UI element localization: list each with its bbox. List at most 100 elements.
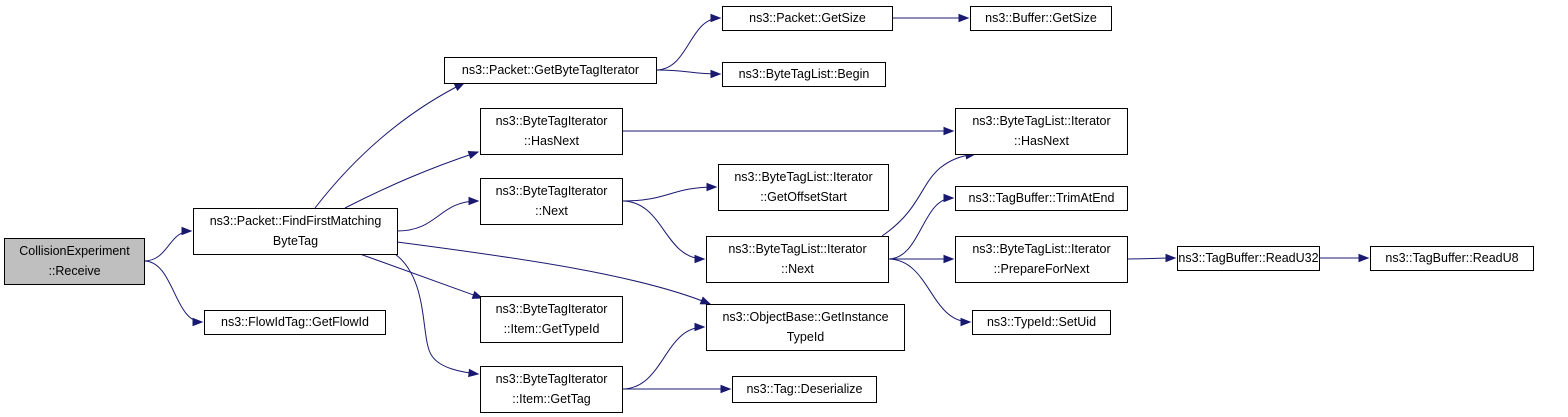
node-label-line: ns3::ByteTagIterator — [496, 114, 608, 128]
node-box — [722, 6, 893, 31]
node-pkt-getsize[interactable]: ns3::Packet::GetSize — [722, 6, 893, 31]
edge-tagbuf-u32-to-tagbuf-u8 — [1318, 253, 1370, 263]
node-label-line: ::Next — [781, 262, 814, 276]
node-box — [1177, 246, 1320, 271]
edge-line — [143, 230, 192, 262]
node-label-line: ByteTag — [273, 234, 318, 248]
node-tagbuf-trim[interactable]: ns3::TagBuffer::TrimAtEnd — [955, 186, 1128, 211]
edge-item-gettag-to-tag-deser — [622, 384, 732, 394]
edge-getbytetagit-to-pkt-getsize — [655, 13, 722, 71]
edge-line — [655, 17, 721, 71]
edge-line — [344, 151, 479, 209]
node-label-line: ns3::ByteTagList::Iterator — [734, 170, 872, 184]
node-box — [204, 310, 386, 335]
arrowhead-icon — [960, 317, 972, 327]
node-label-line: ::HasNext — [1014, 134, 1069, 148]
edge-getbytetagit-to-btl-begin — [655, 69, 722, 79]
node-box — [480, 108, 623, 155]
arrowhead-icon — [471, 290, 484, 299]
edges-layer — [143, 13, 1370, 394]
node-box — [718, 164, 889, 211]
node-label-line: ns3::ByteTagIterator — [496, 184, 608, 198]
node-label-line: ns3::FlowIdTag::GetFlowId — [221, 315, 369, 329]
node-item-gettypeid[interactable]: ns3::ByteTagIterator::Item::GetTypeId — [480, 296, 623, 343]
node-bti-hasnext[interactable]: ns3::ByteTagIterator::HasNext — [480, 108, 623, 155]
node-box — [972, 310, 1111, 335]
node-box — [955, 108, 1128, 155]
node-label-line: ns3::TagBuffer::ReadU32 — [1178, 251, 1318, 265]
node-box — [480, 366, 623, 413]
arrowhead-icon — [468, 196, 480, 206]
node-box — [1370, 246, 1534, 271]
node-box — [4, 238, 145, 285]
edge-receive-to-findfirst — [143, 226, 193, 262]
edge-line — [396, 200, 479, 232]
arrowhead-icon — [467, 150, 480, 160]
node-box — [722, 62, 886, 87]
edge-btli-next-to-btli-prep — [888, 254, 955, 264]
node-label-line: CollisionExperiment — [19, 244, 130, 258]
node-label-line: ::HasNext — [524, 134, 579, 148]
arrowhead-icon — [943, 193, 955, 203]
node-label-line: ns3::TagBuffer::TrimAtEnd — [969, 191, 1115, 205]
arrowhead-icon — [694, 254, 706, 264]
node-label-line: ns3::Tag::Deserialize — [746, 382, 862, 396]
node-btli-next[interactable]: ns3::ByteTagList::Iterator::Next — [706, 236, 889, 283]
arrowhead-icon — [710, 13, 722, 23]
node-getbytetagit[interactable]: ns3::Packet::GetByteTagIterator — [444, 57, 657, 84]
edge-line — [314, 82, 465, 209]
arrowhead-icon — [710, 69, 722, 79]
edge-findfirst-to-getbytetagit — [314, 82, 466, 209]
node-btli-hasnext[interactable]: ns3::ByteTagList::Iterator::HasNext — [955, 108, 1128, 155]
node-tagbuf-u8[interactable]: ns3::TagBuffer::ReadU8 — [1370, 246, 1534, 271]
edge-line — [359, 253, 483, 299]
node-box — [706, 304, 905, 351]
edge-line — [887, 258, 971, 323]
node-flowid[interactable]: ns3::FlowIdTag::GetFlowId — [204, 310, 386, 335]
node-box — [970, 6, 1112, 31]
node-tagbuf-u32[interactable]: ns3::TagBuffer::ReadU32 — [1177, 246, 1320, 271]
arrowhead-icon — [943, 254, 955, 264]
node-receive[interactable]: CollisionExperiment::Receive — [4, 238, 145, 285]
node-box — [480, 178, 623, 225]
edge-btli-next-to-typeid-setuid — [887, 258, 972, 327]
node-label-line: ns3::Packet::GetByteTagIterator — [462, 63, 639, 77]
edge-btli-prep-to-tagbuf-u32 — [1126, 253, 1177, 263]
node-buf-getsize[interactable]: ns3::Buffer::GetSize — [970, 6, 1112, 31]
node-btli-prep[interactable]: ns3::ByteTagList::Iterator::PrepareForNe… — [955, 236, 1128, 283]
edge-line — [655, 69, 721, 75]
node-btli-getoffset[interactable]: ns3::ByteTagList::Iterator::GetOffsetSta… — [718, 164, 889, 211]
edge-receive-to-flowid — [143, 260, 204, 327]
node-item-gettag[interactable]: ns3::ByteTagIterator::Item::GetTag — [480, 366, 623, 413]
edge-line — [396, 241, 711, 305]
arrowhead-icon — [943, 126, 955, 136]
edge-line — [621, 186, 717, 202]
edge-findfirst-to-objbase — [396, 241, 712, 305]
node-label-line: ::Receive — [48, 264, 100, 278]
edge-line — [143, 260, 203, 323]
node-btl-begin[interactable]: ns3::ByteTagList::Begin — [722, 62, 886, 87]
edge-findfirst-to-item-gettypeid — [359, 253, 484, 299]
arrowhead-icon — [453, 82, 466, 92]
edge-item-gettag-to-objbase — [621, 322, 706, 390]
node-label-line: ns3::ByteTagList::Begin — [739, 67, 870, 81]
node-label-line: ns3::Packet::FindFirstMatching — [210, 214, 382, 228]
node-tag-deser[interactable]: ns3::Tag::Deserialize — [732, 376, 877, 403]
node-label-line: ns3::TagBuffer::ReadU8 — [1385, 251, 1518, 265]
node-bti-next[interactable]: ns3::ByteTagIterator::Next — [480, 178, 623, 225]
node-label-line: ns3::Packet::GetSize — [749, 11, 866, 25]
node-label-line: TypeId — [787, 330, 825, 344]
edge-bti-next-to-btli-getoffset — [621, 182, 718, 202]
node-label-line: ns3::Buffer::GetSize — [985, 11, 1097, 25]
edge-line — [394, 253, 479, 375]
node-box — [732, 376, 877, 403]
node-box — [706, 236, 889, 283]
node-typeid-setuid[interactable]: ns3::TypeId::SetUid — [972, 310, 1111, 335]
node-box — [955, 236, 1128, 283]
node-label-line: ::Next — [535, 204, 568, 218]
edge-findfirst-to-bti-hasnext — [344, 150, 480, 209]
arrowhead-icon — [1358, 253, 1370, 263]
